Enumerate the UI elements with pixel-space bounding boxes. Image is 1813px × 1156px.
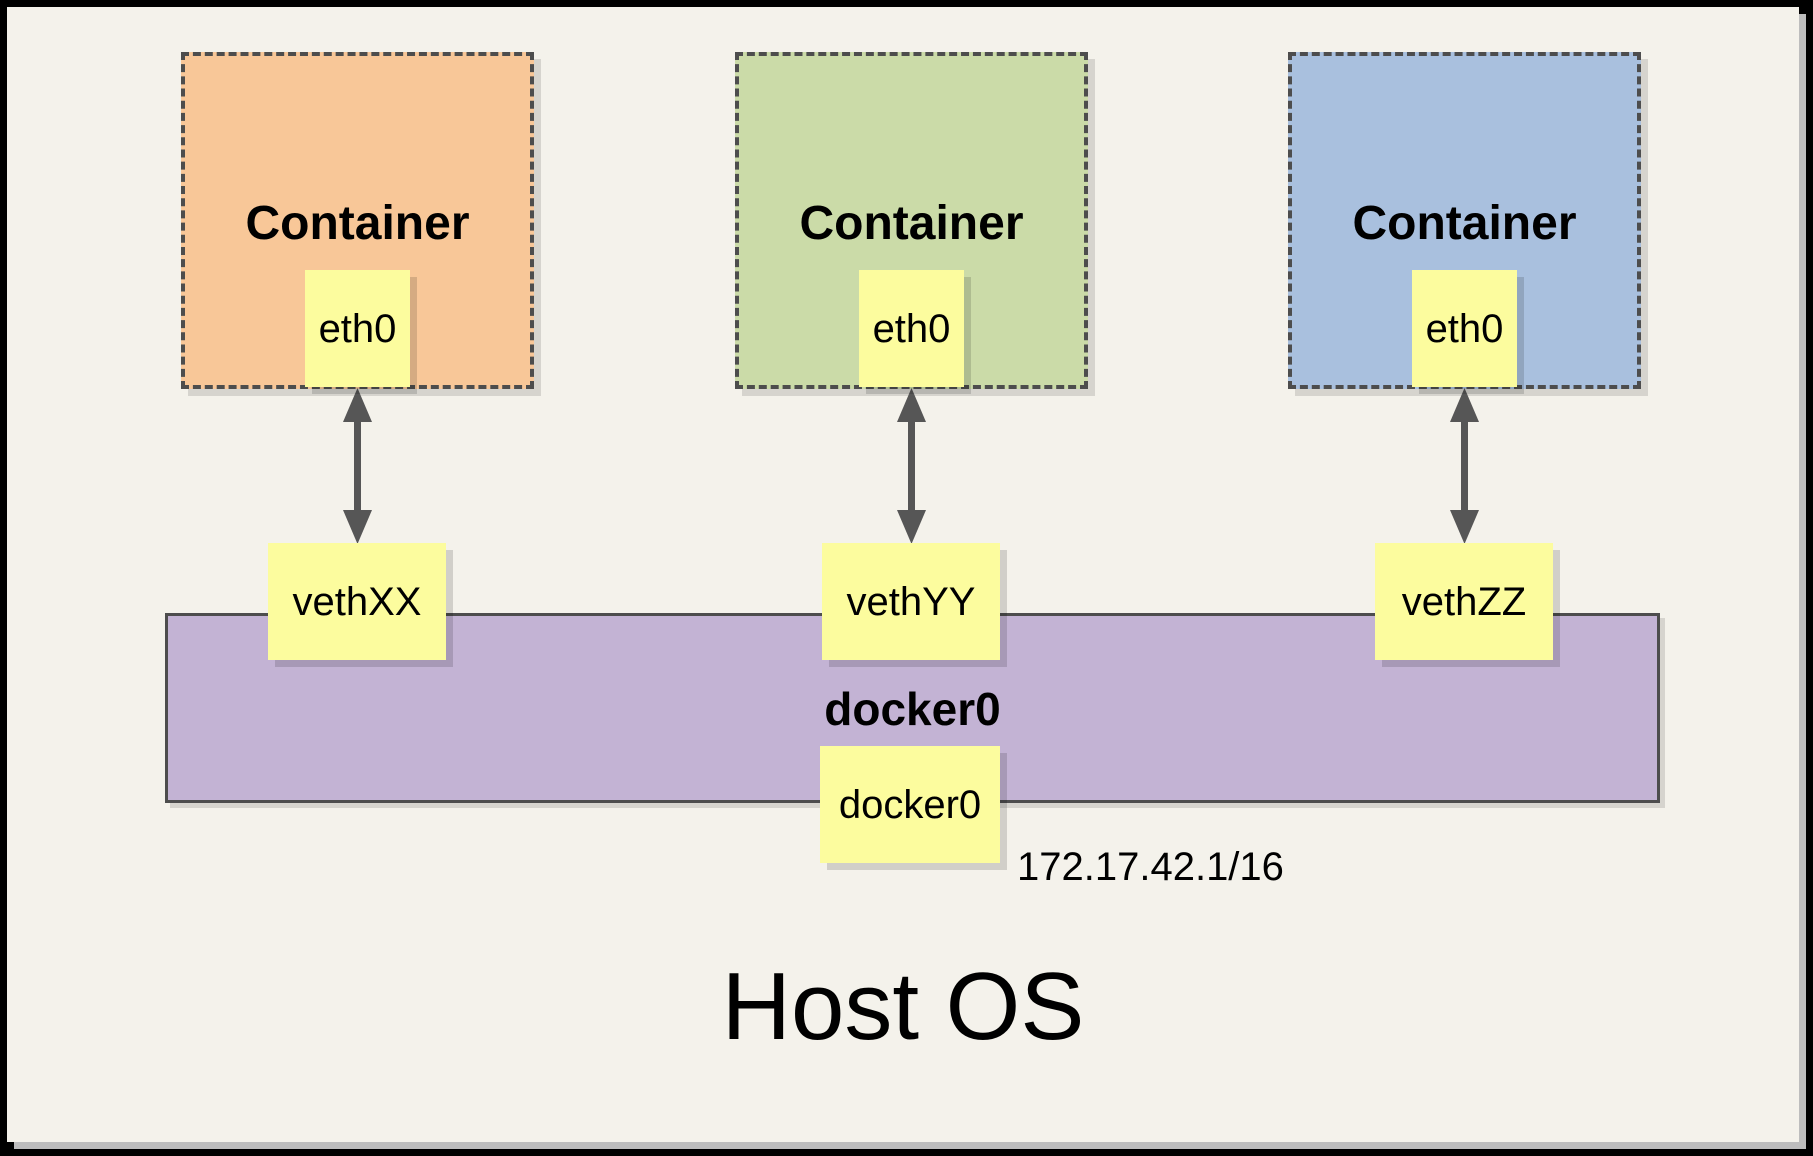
veth-node: vethXX — [268, 543, 446, 660]
veth-node: vethYY — [822, 543, 1000, 660]
double-arrow-icon — [1450, 388, 1479, 544]
eth0-node: eth0 — [859, 270, 964, 387]
container-label: Container — [799, 197, 1024, 250]
eth0-node: eth0 — [1412, 270, 1517, 387]
host-os-label: Host OS — [721, 953, 1085, 1060]
bridge-ip-label: 172.17.42.1/16 — [1017, 845, 1284, 889]
docker0-interface-node: docker0 — [820, 746, 1000, 863]
veth-node: vethZZ — [1375, 543, 1553, 660]
container-label: Container — [1352, 197, 1577, 250]
docker0-bridge-label: docker0 — [824, 683, 1001, 735]
container-label: Container — [245, 197, 470, 250]
double-arrow-icon — [343, 388, 372, 544]
host-os-canvas: Container Container Container eth0 eth0 … — [7, 7, 1799, 1142]
double-arrow-icon — [897, 388, 926, 544]
eth0-node: eth0 — [305, 270, 410, 387]
